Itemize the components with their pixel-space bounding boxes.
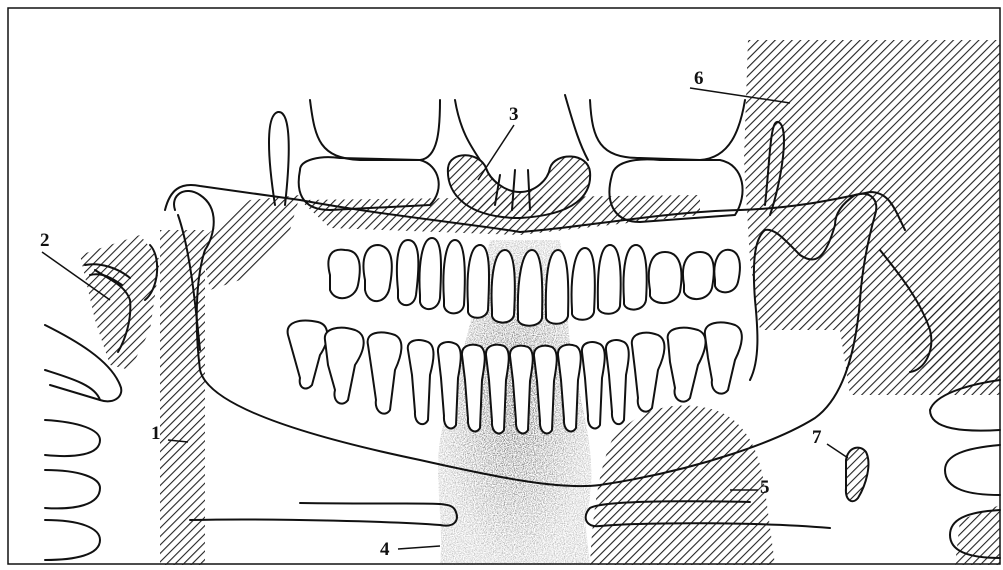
label-3: 3 — [509, 105, 519, 124]
label-1: 1 — [151, 424, 161, 443]
label-7: 7 — [812, 428, 822, 447]
upper-molar — [649, 252, 682, 303]
upper-incisor — [468, 245, 490, 318]
upper-molar — [328, 250, 359, 299]
upper-incisor — [492, 250, 515, 323]
label-4: 4 — [380, 540, 390, 559]
upper-molar — [363, 245, 391, 301]
label-5: 5 — [760, 478, 770, 497]
upper-third-molar — [714, 250, 740, 293]
upper-molar — [683, 252, 714, 299]
upper-incisor — [546, 250, 568, 324]
upper-canine — [443, 240, 464, 313]
label-2: 2 — [40, 231, 50, 250]
upper-premolar — [420, 238, 442, 309]
upper-canine — [572, 248, 595, 320]
upper-premolar — [624, 245, 647, 310]
label-6: 6 — [694, 69, 704, 88]
upper-premolar — [397, 240, 419, 305]
upper-premolar — [598, 245, 621, 314]
